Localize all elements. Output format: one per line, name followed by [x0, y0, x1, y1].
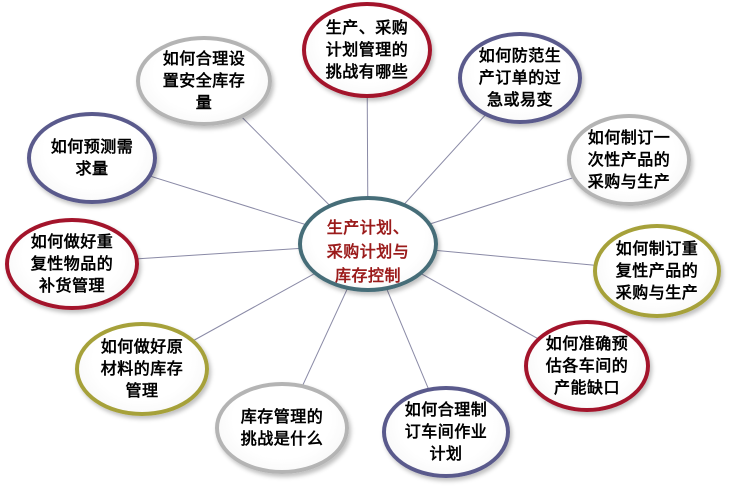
- node-repetitive-products: 如何制订重 复性产品的 采购与生产: [593, 224, 721, 318]
- center-topic-label: 生产计划、 采购计划与 库存控制: [326, 218, 410, 285]
- node-replenishment: 如何做好重 复性物品的 补货管理: [5, 218, 139, 310]
- node-label: 库存管理的 挑战是什么: [240, 407, 324, 448]
- node-label: 生产、采购 计划管理的 挑战有哪些: [325, 18, 409, 81]
- node-label: 如何准确预 估各车间的 产能缺口: [545, 334, 629, 397]
- node-one-time-products: 如何制订一 次性产品的 采购与生产: [567, 114, 691, 206]
- node-raw-material-inventory: 如何做好原 材料的库存 管理: [75, 322, 209, 416]
- node-planning-challenges: 生产、采购 计划管理的 挑战有哪些: [302, 2, 432, 98]
- node-demand-forecast: 如何预测需 求量: [27, 112, 157, 204]
- node-order-volatility: 如何防范生 产订单的过 急或易变: [458, 32, 582, 124]
- node-safety-stock: 如何合理设 置安全库存 量: [136, 36, 272, 126]
- node-workshop-schedule: 如何合理制 订车间作业 计划: [382, 386, 510, 478]
- node-label: 如何做好重 复性物品的 补货管理: [30, 232, 114, 295]
- node-capacity-gap: 如何准确预 估各车间的 产能缺口: [524, 320, 650, 412]
- node-label: 如何合理制 订车间作业 计划: [404, 400, 488, 463]
- node-label: 如何做好原 材料的库存 管理: [100, 337, 184, 400]
- node-label: 如何制订一 次性产品的 采购与生产: [587, 128, 671, 191]
- node-label: 如何防范生 产订单的过 急或易变: [478, 46, 562, 109]
- node-label: 如何预测需 求量: [50, 137, 134, 178]
- center-topic-node: 生产计划、 采购计划与 库存控制: [298, 196, 438, 292]
- node-inventory-challenges: 库存管理的 挑战是什么: [215, 382, 349, 474]
- node-label: 如何合理设 置安全库存 量: [162, 49, 246, 112]
- node-label: 如何制订重 复性产品的 采购与生产: [615, 239, 699, 302]
